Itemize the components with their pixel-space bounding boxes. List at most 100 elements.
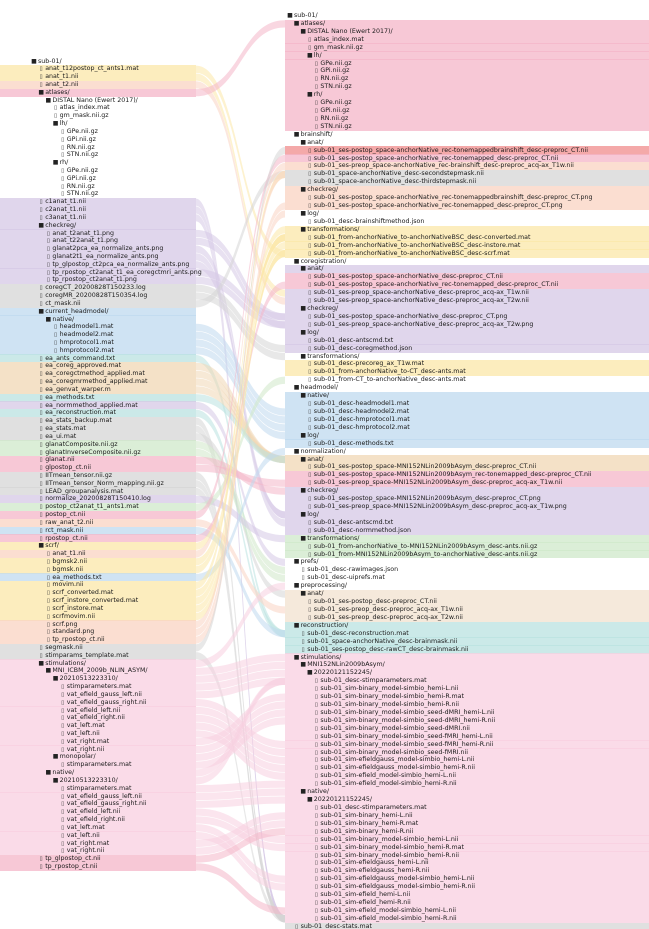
right-file-row[interactable]: ▯GPi.nii.gz <box>313 107 350 115</box>
left-file-row[interactable]: ▯glanat2t1_ea_normalize_ants.png <box>45 253 159 261</box>
right-file-row[interactable]: ▯RN.nii.gz <box>313 115 348 123</box>
left-file-row[interactable]: ▯c1anat_t1.nii <box>38 198 86 206</box>
left-file-row[interactable]: ▯ea_coregmrmethod_applied.mat <box>38 378 148 386</box>
left-file-row[interactable]: ▯atlas_index.mat <box>53 104 110 112</box>
left-file-row[interactable]: ▯ct_mask.nii <box>38 300 81 308</box>
left-folder-row[interactable]: ■20210513223310/ <box>53 675 118 683</box>
left-file-row[interactable]: ▯gm_mask.nii.gz <box>53 112 109 120</box>
right-folder-row[interactable]: ■coregistration/ <box>294 258 347 266</box>
left-file-row[interactable]: ▯vat_right.mat <box>60 840 109 848</box>
right-file-row[interactable]: ▯sub-01_desc-stats.mat <box>294 923 372 929</box>
right-file-row[interactable]: ▯sub-01_sim-efieldgauss_hemi-R.nii <box>313 867 429 875</box>
left-file-row[interactable]: ▯glpostop_ct.nii <box>38 464 91 472</box>
right-file-row[interactable]: ▯sub-01_ses-preop_desc-preproc_acq-ax_T2… <box>307 614 463 622</box>
left-file-row[interactable]: ▯ea_genvat_warper.m <box>38 386 111 394</box>
right-file-row[interactable]: ▯sub-01_from-anchorNative_to-CT_desc-ant… <box>307 368 465 376</box>
right-folder-row[interactable]: ■log/ <box>300 511 319 519</box>
right-file-row[interactable]: ▯sub-01_desc-stimparameters.mat <box>313 804 427 812</box>
right-file-row[interactable]: ▯sub-01_ses-preop_space-anchorNative_rec… <box>307 162 574 170</box>
right-file-row[interactable]: ▯sub-01_sim-binary_model-simbio_hemi-R.m… <box>313 844 464 852</box>
right-folder-row[interactable]: ■log/ <box>300 329 319 337</box>
right-file-row[interactable]: ▯sub-01_space-anchorNative_desc-secondst… <box>307 170 484 178</box>
left-file-row[interactable]: ▯rpostop_ct.nii <box>38 535 88 543</box>
right-folder-row[interactable]: ■anat/ <box>300 590 323 598</box>
right-file-row[interactable]: ▯sub-01_sim-efield_model-simbio_hemi-R.n… <box>313 915 457 923</box>
left-folder-row[interactable]: ■scrf/ <box>38 542 59 550</box>
right-folder-row[interactable]: ■MNI152NLin2009bAsym/ <box>300 661 384 669</box>
right-file-row[interactable]: ▯sub-01_sim-binary_model-simbio_seed-fMR… <box>313 749 468 757</box>
right-file-row[interactable]: ▯sub-01_ses-postop_space-MNI152NLin2009b… <box>307 463 536 471</box>
right-folder-row[interactable]: ■log/ <box>300 432 319 440</box>
left-file-row[interactable]: ▯RN.nii.gz <box>60 144 94 152</box>
left-folder-row[interactable]: ■stimulations/ <box>38 660 86 668</box>
right-file-row[interactable]: ▯STN.nii.gz <box>313 123 352 131</box>
left-file-row[interactable]: ▯tp_rpostop_ct.nii <box>38 863 98 871</box>
right-file-row[interactable]: ▯sub-01_ses-preop_space-MNI152NLin2009bA… <box>307 503 566 511</box>
right-file-row[interactable]: ▯sub-01_sim-efield_model-simbio_hemi-L.n… <box>313 907 456 915</box>
left-file-row[interactable]: ▯scrf_converted.mat <box>45 589 114 597</box>
left-file-row[interactable]: ▯IITmean_tensor_Norm_mapping.nii.gz <box>38 480 164 488</box>
right-file-row[interactable]: ▯sub-01_desc-antscmd.txt <box>307 519 393 527</box>
right-file-row[interactable]: ▯sub-01_ses-postop_space-anchorNative_re… <box>307 194 592 202</box>
left-file-row[interactable]: ▯STN.nii.gz <box>60 190 98 198</box>
right-file-row[interactable]: ▯sub-01_ses-postop_space-anchorNative_de… <box>307 273 503 281</box>
left-file-row[interactable]: ▯stimparameters.mat <box>60 785 131 793</box>
right-file-row[interactable]: ▯sub-01_desc-uiprefs.mat <box>300 574 385 582</box>
left-file-row[interactable]: ▯glanat2pca_ea_normalize_ants.png <box>45 245 164 253</box>
left-file-row[interactable]: ▯ea_coregctmethod_applied.mat <box>38 370 145 378</box>
left-folder-row[interactable]: ■MNI_ICBM_2009b_NLIN_ASYM/ <box>45 667 148 675</box>
left-file-row[interactable]: ▯vat_right.nii <box>60 746 104 754</box>
right-file-row[interactable]: ▯sub-01_ses-preop_space-MNI152NLin2009bA… <box>307 479 562 487</box>
left-file-row[interactable]: ▯vat_right.nii <box>60 847 104 855</box>
left-file-row[interactable]: ▯glanatComposite.nii.gz <box>38 441 118 449</box>
right-file-row[interactable]: ▯sub-01_desc-brainshiftmethod.json <box>307 218 424 226</box>
right-file-row[interactable]: ▯sub-01_ses-preop_space-anchorNative_des… <box>307 289 529 297</box>
left-file-row[interactable]: ▯anat_t2anat_t1.png <box>45 230 114 238</box>
right-file-row[interactable]: ▯sub-01_ses-postop_space-anchorNative_re… <box>307 147 588 155</box>
right-file-row[interactable]: ▯sub-01_desc-hmprotocol1.mat <box>307 416 409 424</box>
left-file-row[interactable]: ▯ea_coreg_approved.mat <box>38 362 121 370</box>
right-file-row[interactable]: ▯sub-01_sim-binary_model-simbio_hemi-R.n… <box>313 701 459 709</box>
left-file-row[interactable]: ▯coregCT_20200828T150233.log <box>38 284 146 292</box>
right-file-row[interactable]: ▯sub-01_sim-efieldgauss_model-simbio_hem… <box>313 875 474 883</box>
left-file-row[interactable]: ▯stimparameters.mat <box>60 683 131 691</box>
right-folder-row[interactable]: ■normalization/ <box>294 448 346 456</box>
left-file-row[interactable]: ▯hmprotocol2.mat <box>53 347 114 355</box>
left-file-row[interactable]: ▯hmprotocol1.mat <box>53 339 114 347</box>
left-file-row[interactable]: ▯ea_methods.txt <box>45 574 102 582</box>
left-file-row[interactable]: ▯normalize_20200828T150410.log <box>38 495 151 503</box>
left-file-row[interactable]: ▯GPe.nii.gz <box>60 128 98 136</box>
right-file-row[interactable]: ▯sub-01_sim-efield_hemi-L.nii <box>313 891 410 899</box>
right-file-row[interactable]: ▯sub-01_sim-binary_model-simbio_seed-dMR… <box>313 717 495 725</box>
left-file-row[interactable]: ▯vat_efield_gauss_left.nii <box>60 691 142 699</box>
left-folder-row[interactable]: ■DISTAL Nano (Ewert 2017)/ <box>45 97 138 105</box>
right-folder-row[interactable]: ■rh/ <box>307 91 322 99</box>
left-file-row[interactable]: ▯vat_efield_gauss_right.nii <box>60 699 146 707</box>
right-file-row[interactable]: ▯sub-01_sim-efield_model-simbio_hemi-L.n… <box>313 772 456 780</box>
left-file-row[interactable]: ▯tp_rpostop_ct2anat_t1_ea_coregctmri_ant… <box>45 269 202 277</box>
right-folder-row[interactable]: ■checkreg/ <box>300 487 338 495</box>
left-folder-row[interactable]: ■monopolar/ <box>53 753 96 761</box>
right-folder-row[interactable]: ■brainshift/ <box>294 131 333 139</box>
right-file-row[interactable]: ▯sub-01_sim-binary_model-simbio_hemi-L.n… <box>313 685 459 693</box>
left-file-row[interactable]: ▯ea_reconstruction.mat <box>38 409 116 417</box>
right-file-row[interactable]: ▯sub-01_ses-postop_space-MNI152NLin2009b… <box>307 495 540 503</box>
left-file-row[interactable]: ▯anat_t12postop_ct_ants1.mat <box>38 65 139 73</box>
right-file-row[interactable]: ▯sub-01_sim-efield_model-simbio_hemi-R.n… <box>313 780 457 788</box>
right-file-row[interactable]: ▯gm_mask.nii.gz <box>307 44 363 52</box>
left-file-row[interactable]: ▯anat_t22anat_t1.png <box>45 237 118 245</box>
left-file-row[interactable]: ▯c2anat_t1.nii <box>38 206 86 214</box>
left-file-row[interactable]: ▯vat_efield_left.nii <box>60 707 120 715</box>
right-file-row[interactable]: ▯sub-01_ses-postop_space-MNI152NLin2009b… <box>307 471 591 479</box>
right-file-row[interactable]: ▯sub-01_ses-postop_space-anchorNative_re… <box>307 155 558 163</box>
left-file-row[interactable]: ▯GPi.nii.gz <box>60 136 96 144</box>
right-file-row[interactable]: ▯sub-01_desc-rawimages.json <box>300 566 398 574</box>
right-file-row[interactable]: ▯sub-01_sim-binary_model-simbio_seed-fMR… <box>313 733 493 741</box>
left-file-row[interactable]: ▯ea_normmethod_applied.mat <box>38 402 138 410</box>
left-file-row[interactable]: ▯STN.nii.gz <box>60 151 98 159</box>
left-file-row[interactable]: ▯tp_rpostop_ct.nii <box>45 636 105 644</box>
left-folder-row[interactable]: ■native/ <box>45 316 75 324</box>
left-file-row[interactable]: ▯ea_stats_backup.mat <box>38 417 112 425</box>
right-file-row[interactable]: ▯sub-01_sim-binary_model-simbio_seed-dMR… <box>313 709 495 717</box>
right-file-row[interactable]: ▯sub-01_sim-binary_model-simbio_seed-dMR… <box>313 725 470 733</box>
